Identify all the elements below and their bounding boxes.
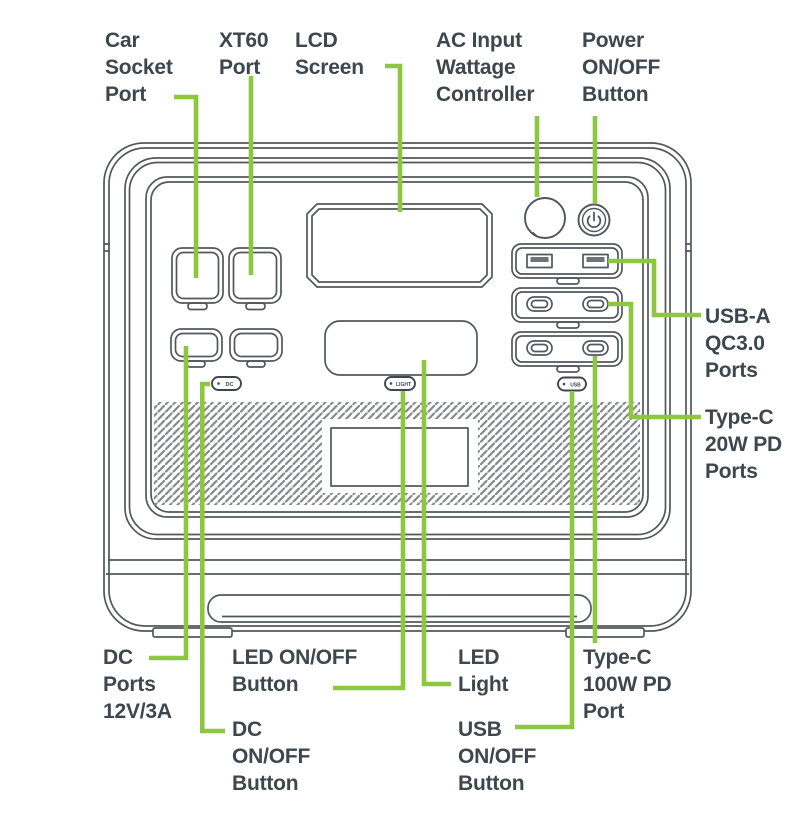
- label-usb-on-off-button: USB ON/OFF Button: [458, 718, 537, 795]
- left-side-notch: [104, 243, 110, 252]
- label-xt60-port: XT60 Port: [219, 29, 269, 79]
- dc-port-2: [229, 328, 283, 368]
- dc-port-2-tab: [246, 360, 266, 368]
- usb-a-port-block: [511, 243, 623, 285]
- connector-dc-on-off-button: [200, 381, 225, 734]
- usb-button: USB: [557, 376, 587, 392]
- foot-right: [565, 627, 645, 638]
- feet: [152, 627, 645, 638]
- label-type-c-20w-pd-ports: Type-C 20W PD Ports: [705, 406, 782, 483]
- ac-input-knob: [524, 197, 566, 239]
- right-side-notch: [685, 243, 691, 252]
- dc-port-1: [170, 328, 223, 368]
- connector-type-c-20w-ports: [608, 301, 701, 420]
- xt60-cover-tab: [245, 302, 266, 311]
- lcd-screen: [306, 203, 493, 288]
- usb-button-label: USB: [570, 382, 581, 388]
- connector-dc-ports: [149, 346, 189, 661]
- connector-led-light: [421, 360, 451, 687]
- dc-port-1-tab: [186, 360, 206, 368]
- dc-button-label: DC: [226, 382, 234, 388]
- callout-connectors: [149, 63, 701, 734]
- usb-a-port-left: [526, 253, 553, 269]
- ac-outlet-cutout: [322, 419, 478, 493]
- front-panel-inner: [150, 181, 644, 513]
- usb-button-led-dot: [562, 382, 566, 386]
- light-button: LIGHT: [384, 376, 416, 391]
- label-usb-a-qc30-ports: USB-A QC3.0 Ports: [705, 305, 771, 382]
- type-c-20w-port-left: [526, 296, 553, 312]
- connector-car-socket-port: [174, 94, 199, 278]
- front-panel: [145, 176, 649, 518]
- light-button-led-dot: [389, 382, 393, 385]
- connector-usb-a-ports: [608, 258, 701, 318]
- label-dc-on-off-button: DC ON/OFF Button: [232, 718, 311, 795]
- label-dc-ports-12v-3a: DC Ports 12V/3A: [103, 646, 172, 723]
- dc-button-led-dot: [217, 382, 220, 385]
- type-c-100w-port-block: [511, 331, 623, 373]
- label-type-c-100w-pd-port: Type-C 100W PD Port: [583, 646, 672, 723]
- led-light: [324, 320, 478, 376]
- ac-outlet-panel: [330, 427, 469, 487]
- label-led-light: LED Light: [458, 646, 509, 696]
- connector-usb-on-off-button: [515, 391, 575, 730]
- type-c-20w-port-block: [511, 287, 623, 329]
- type-c-100w-block-tab: [556, 365, 580, 373]
- xt60-port: [228, 247, 282, 311]
- power-icon: [586, 211, 602, 228]
- light-button-label: LIGHT: [396, 382, 411, 388]
- handle-recess: [207, 594, 592, 623]
- foot-left: [152, 627, 233, 638]
- usb-a-block-tab: [556, 277, 580, 285]
- connector-led-on-off-button: [333, 391, 406, 691]
- connector-lcd-screen: [385, 63, 403, 212]
- label-car-socket-port: Car Socket Port: [105, 29, 173, 106]
- device-mid-shell: [124, 157, 671, 540]
- label-lcd-screen: LCD Screen: [295, 29, 364, 79]
- device-mid-shell-inner: [128, 161, 667, 536]
- type-c-100w-port: [582, 340, 609, 356]
- type-c-port-bottom-left: [526, 340, 553, 356]
- dc-button: DC: [211, 376, 242, 391]
- type-c-20w-block-tab: [556, 321, 580, 329]
- device-outer-shell: [103, 142, 692, 632]
- label-led-on-off-button: LED ON/OFF Button: [232, 646, 358, 696]
- car-socket-cover-tab: [187, 302, 208, 311]
- label-ac-input-wattage-controller: AC Input Wattage Controller: [436, 29, 535, 106]
- power-button: [577, 203, 611, 237]
- vent-hatch: [154, 402, 640, 505]
- label-power-on-off-button: Power ON/OFF Button: [582, 29, 661, 106]
